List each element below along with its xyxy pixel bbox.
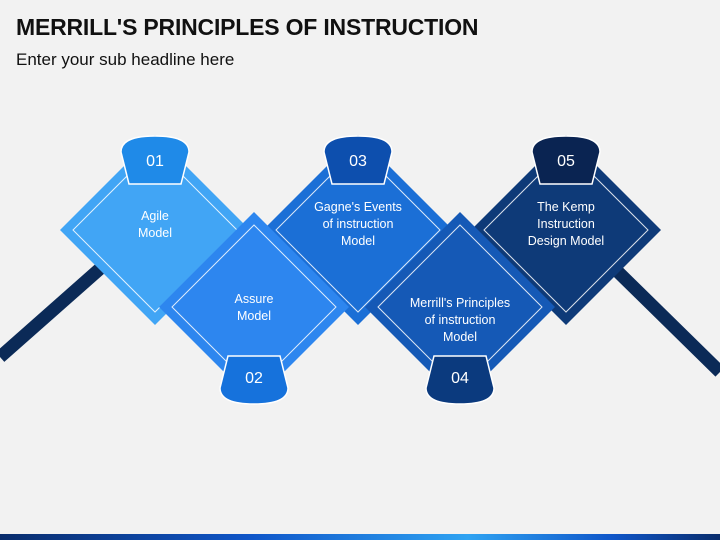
step-5-number: 05 — [557, 153, 575, 170]
step-5-label: The Kemp Instruction Design Model — [527, 200, 605, 248]
step-3-number: 03 — [349, 153, 367, 170]
step-3-label: Gagne's Events of instruction Model — [314, 200, 402, 248]
step-2-diamond — [159, 212, 349, 405]
step-4-number: 04 — [451, 370, 469, 387]
left-tail — [0, 261, 108, 362]
step-2-number: 02 — [245, 370, 263, 387]
step-4-diamond — [365, 212, 555, 405]
step-4-label: Merrill's Principles of instruction Mode… — [409, 296, 511, 344]
step-1-label: Agile Model — [137, 209, 173, 240]
footer-accent-bar — [0, 534, 720, 540]
step-1-number: 01 — [146, 153, 164, 170]
step-2-label: Assure Model — [234, 292, 274, 323]
right-tail — [607, 261, 720, 377]
slide-subtitle: Enter your sub headline here — [16, 50, 235, 69]
slide-title: MERRILL'S PRINCIPLES OF INSTRUCTION — [16, 14, 479, 40]
